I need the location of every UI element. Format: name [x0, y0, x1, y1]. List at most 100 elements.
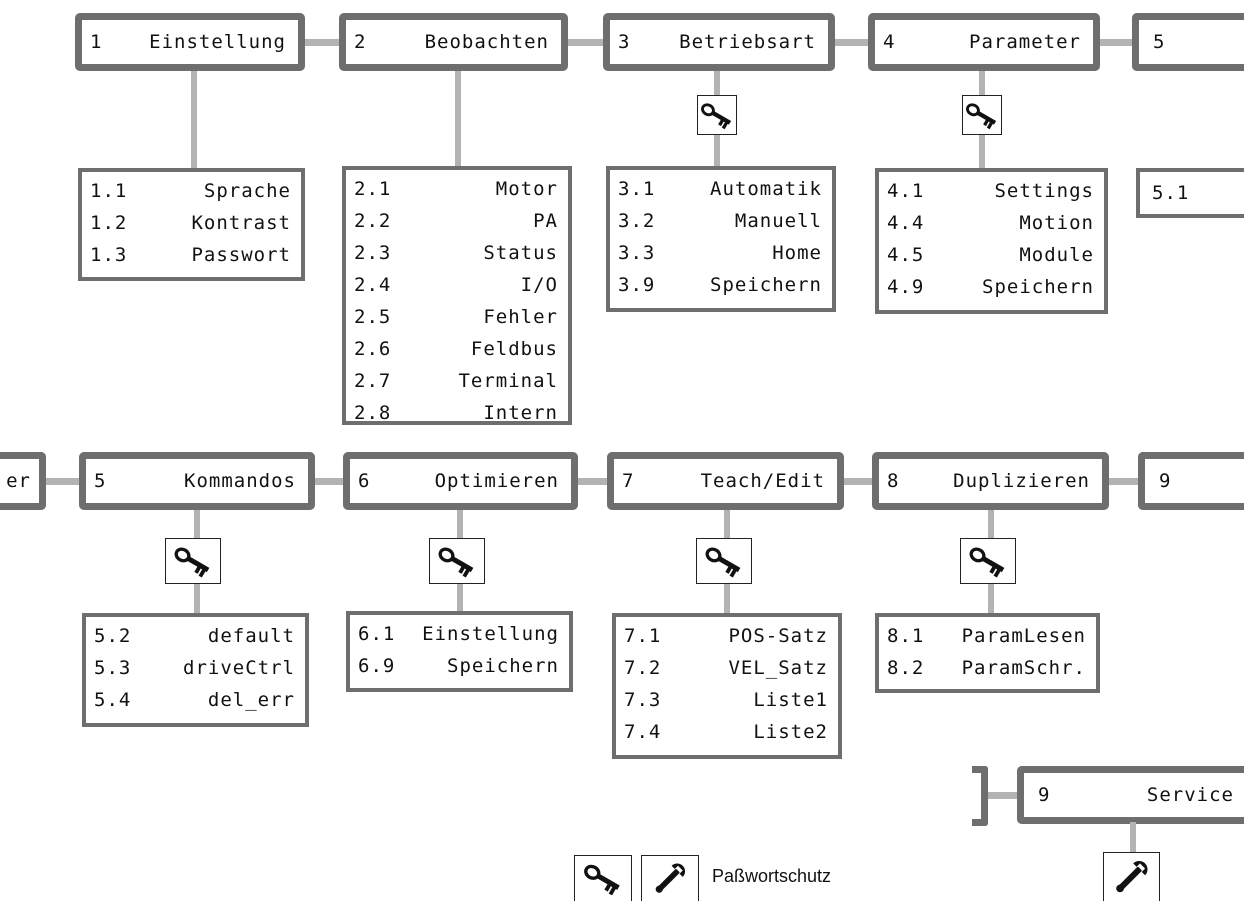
menu-header-7[interactable]: 7 Teach/Edit — [607, 452, 844, 510]
menu-number: 9 — [1038, 784, 1051, 806]
menu-item-label: Automatik — [710, 178, 822, 200]
menu-item-label: Motor — [495, 178, 558, 200]
key-icon — [962, 95, 1002, 135]
menu-item-label: Passwort — [191, 244, 291, 266]
menu-header-5[interactable]: 5 Kommandos — [79, 452, 315, 510]
menu-number: 9 — [1159, 470, 1172, 492]
connector — [1106, 478, 1142, 485]
menu-item-label: Sprache — [203, 180, 291, 202]
menu-item-number: 7.4 — [624, 721, 662, 743]
menu-item-number: 5.3 — [94, 657, 132, 679]
menu-item-number: 1.1 — [90, 180, 128, 202]
menu-item[interactable]: 6.9 Speichern — [358, 650, 559, 682]
menu-item-number: 4.9 — [887, 276, 925, 298]
menu-item-label: Fehler — [483, 306, 558, 328]
connector — [842, 478, 876, 485]
key-icon — [697, 95, 737, 135]
connector — [830, 39, 874, 46]
menu-header-1[interactable]: 1 Einstellung — [75, 13, 305, 71]
menu-item-label: Kontrast — [191, 212, 291, 234]
menu-item-number: 7.1 — [624, 625, 662, 647]
menu-item-number: 3.2 — [618, 210, 656, 232]
menu-item[interactable]: 3.1 Automatik — [618, 173, 822, 205]
menu-item-number: 2.4 — [354, 274, 392, 296]
menu-item-label: Feldbus — [470, 338, 558, 360]
menu-item-number: 3.3 — [618, 242, 656, 264]
menu-header-5-partial[interactable]: 5 — [1132, 13, 1244, 71]
menu-header-8[interactable]: 8 Duplizieren — [872, 452, 1109, 510]
menu-label: Parameter — [969, 31, 1081, 53]
connector — [300, 39, 344, 46]
menu-number: 5 — [1153, 31, 1166, 53]
menu-label: Duplizieren — [953, 470, 1090, 492]
menu-number: 4 — [883, 31, 896, 53]
menu-item-number: 8.1 — [887, 625, 925, 647]
menu-item-number: 3.1 — [618, 178, 656, 200]
menu-item-label: Manuell — [734, 210, 822, 232]
menu-header-4-partial[interactable]: er — [0, 452, 46, 510]
menu-header-6[interactable]: 6 Optimieren — [343, 452, 578, 510]
menu-item-label: Speichern — [447, 655, 559, 677]
menu-header-3[interactable]: 3 Betriebsart — [603, 13, 835, 71]
wrench-icon — [1103, 852, 1160, 901]
connector — [191, 70, 197, 169]
menu-item-number: 2.5 — [354, 306, 392, 328]
menu-item-number: 8.2 — [887, 657, 925, 679]
menu-item-label: driveCtrl — [183, 657, 295, 679]
connector — [455, 70, 461, 168]
menu-item-number: 2.6 — [354, 338, 392, 360]
menu-item-label: Settings — [994, 180, 1094, 202]
menu-item[interactable]: 4.1 Settings — [887, 175, 1094, 207]
connector — [988, 792, 1018, 799]
menu-header-9-partial[interactable]: 9 — [1138, 452, 1244, 510]
connector — [563, 39, 607, 46]
key-icon — [574, 855, 632, 901]
menu-header-4[interactable]: 4 Parameter — [868, 13, 1100, 71]
menu-item-number: 4.1 — [887, 180, 925, 202]
menu-item-label: PA — [533, 210, 558, 232]
menu-label: Kommandos — [184, 470, 296, 492]
menu-header-9[interactable]: 9 Service — [1017, 766, 1244, 824]
menu-item[interactable]: 4.9 Speichern — [887, 271, 1094, 303]
menu-item-number: 6.9 — [358, 655, 396, 677]
menu-item[interactable]: 1.1 Sprache — [90, 175, 291, 207]
menu-item[interactable]: 5.3 driveCtrl — [94, 652, 295, 684]
menu-item-number: 2.8 — [354, 402, 392, 424]
menu-header-2[interactable]: 2 Beobachten — [339, 13, 568, 71]
menu-item[interactable]: 3.2 Manuell — [618, 205, 822, 237]
menu-item-label: Speichern — [982, 276, 1094, 298]
connector — [314, 478, 348, 485]
menu-item-number: 4.5 — [887, 244, 925, 266]
key-icon — [696, 538, 752, 584]
key-icon — [429, 538, 485, 584]
menu-item-number: 7.2 — [624, 657, 662, 679]
menu-label: Service — [1146, 784, 1234, 806]
menu-number: 5 — [94, 470, 107, 492]
menu-item[interactable]: 2.6 Feldbus — [354, 333, 558, 365]
menu-item[interactable]: 2.5 Fehler — [354, 301, 558, 333]
